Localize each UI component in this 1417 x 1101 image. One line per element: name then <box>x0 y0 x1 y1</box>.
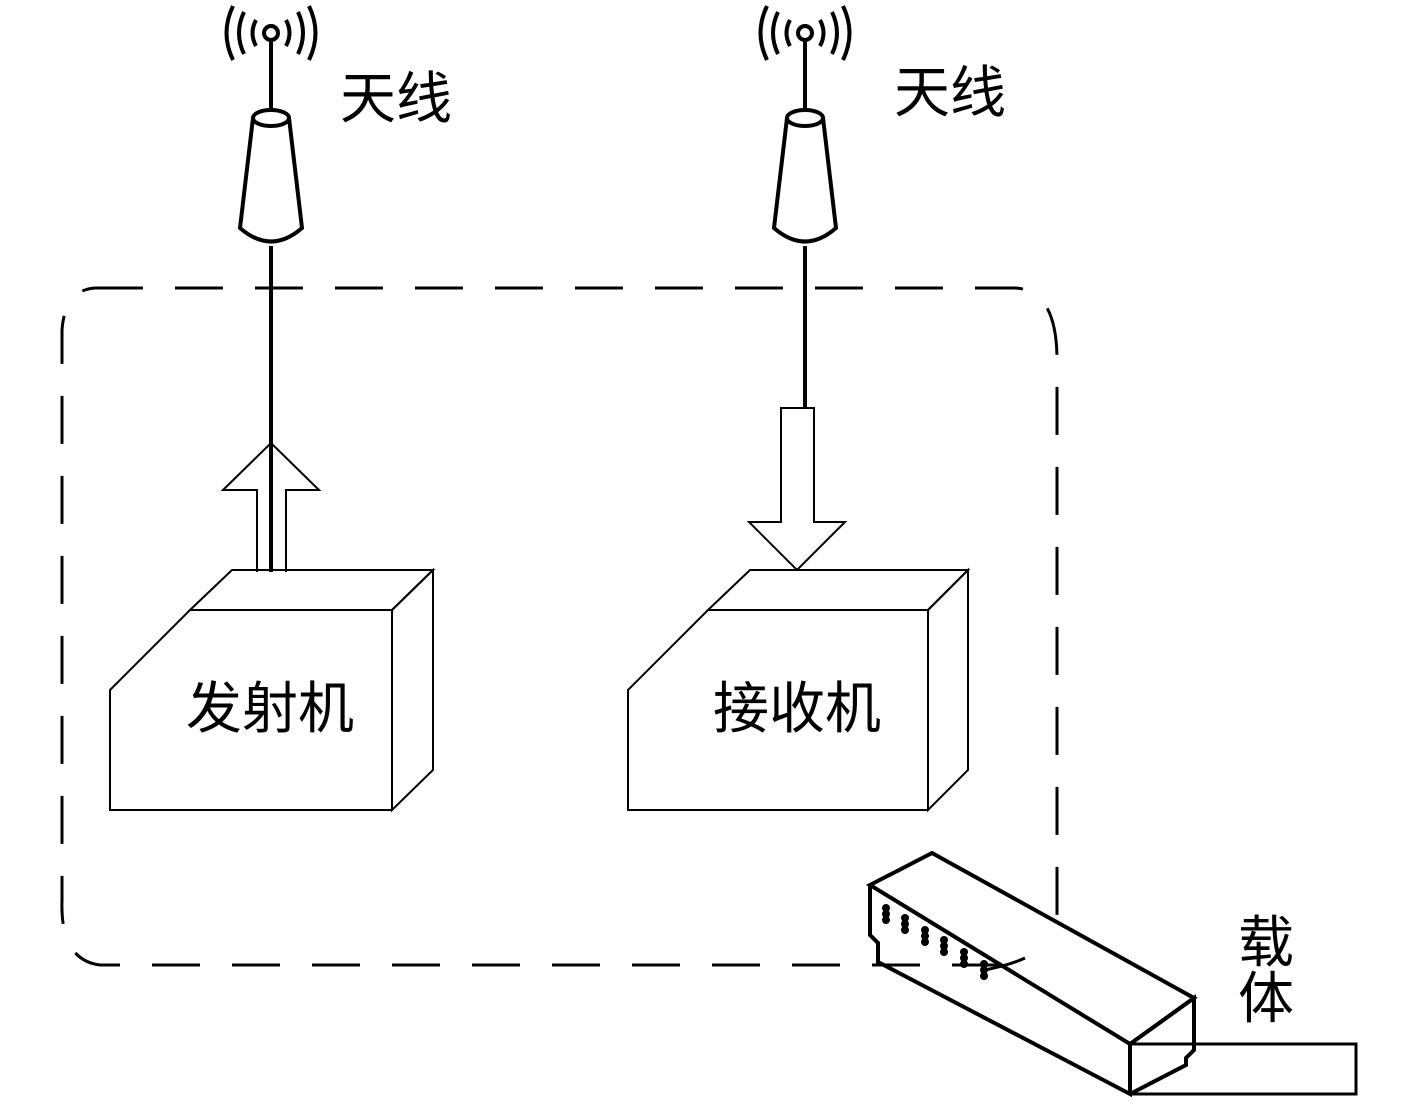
dashed-enclosure <box>60 286 1059 967</box>
transmitter-label: 发射机 <box>186 677 354 742</box>
receiver-label: 接收机 <box>713 677 881 742</box>
left-antenna <box>220 5 322 572</box>
carrier-label-line2: 体 <box>1238 967 1294 1032</box>
transmitter-box <box>109 567 436 813</box>
signal-waves-icon <box>224 5 318 61</box>
receiver-box <box>627 567 971 813</box>
carrier-ports <box>882 904 988 980</box>
carrier-label-line1: 载 <box>1238 911 1294 976</box>
antenna-icon <box>771 108 839 244</box>
down-arrow-icon <box>746 407 848 572</box>
antenna-icon <box>237 108 305 244</box>
antenna-right-label: 天线 <box>894 61 1006 126</box>
right-antenna <box>746 5 852 572</box>
up-arrow-icon <box>220 441 322 572</box>
signal-waves-icon <box>758 5 852 61</box>
antenna-left-label: 天线 <box>340 67 452 132</box>
carrier-device-icon <box>865 850 1358 1098</box>
